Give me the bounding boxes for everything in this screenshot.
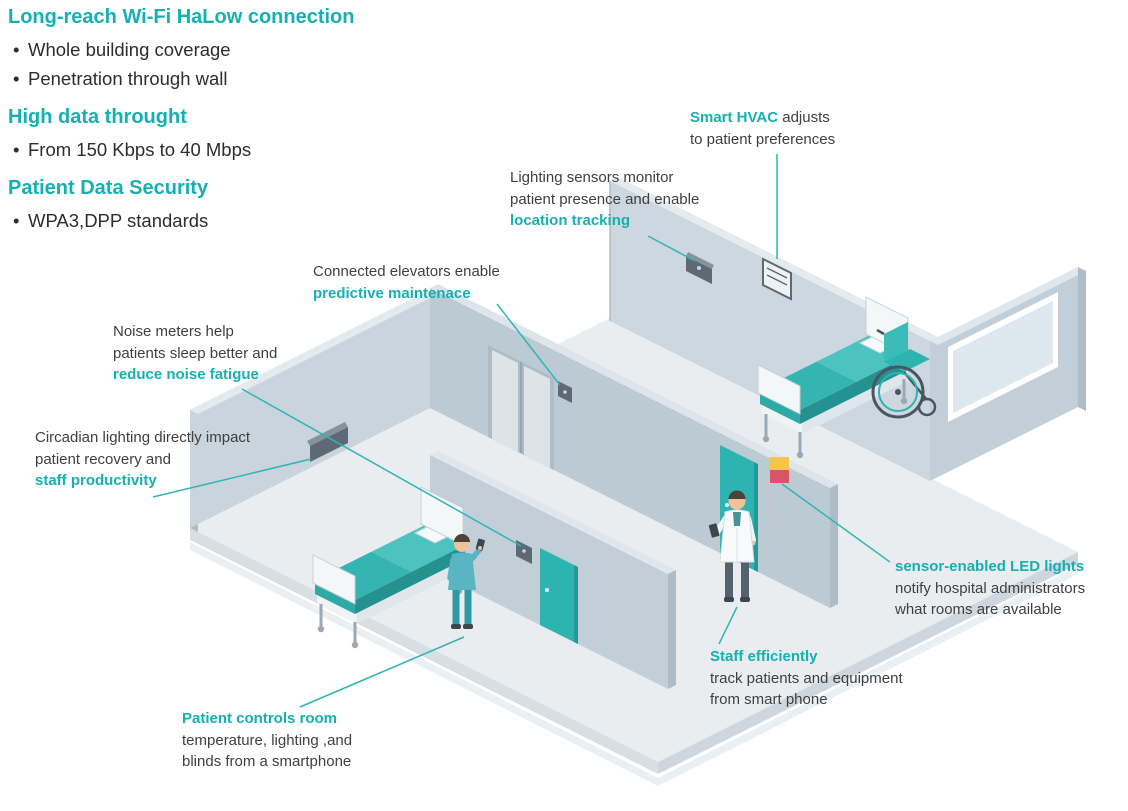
annotation-text: from smart phone xyxy=(710,691,828,708)
leader-lighting xyxy=(647,235,696,262)
annotation-text: Lighting sensors monitor xyxy=(510,169,674,186)
annotation-text: patient presence and enable xyxy=(510,190,700,208)
annotation-elevators: Connected elevators enable predictive ma… xyxy=(313,261,500,304)
annotation-circadian: Circadian lighting directly impact patie… xyxy=(35,427,250,492)
feature-bullet: WPA3,DPP standards xyxy=(8,206,438,235)
patient-figure xyxy=(447,534,485,629)
annotation-text: blinds from a smartphone xyxy=(182,753,352,770)
leader-noise xyxy=(241,388,522,547)
annotation-highlight: Staff efficiently xyxy=(710,648,818,665)
left-room-door xyxy=(540,548,578,644)
left-room-back-wall xyxy=(190,290,438,532)
annotation-text: adjusts xyxy=(778,109,830,126)
annotation-text: track patients and equipment xyxy=(710,669,903,687)
annotation-highlight: staff productivity xyxy=(35,472,157,489)
feature-heading-halow: Long-reach Wi-Fi HaLow connection xyxy=(8,6,355,28)
annotation-highlight: Smart HVAC xyxy=(690,109,779,126)
leader-staff xyxy=(718,606,738,645)
annotation-text: what rooms are available xyxy=(895,601,1062,618)
feature-bullet: Penetration through wall xyxy=(8,64,438,93)
leader-patient-controls xyxy=(299,636,465,708)
annotation-highlight: location tracking xyxy=(510,212,631,229)
annotation-text: patients sleep better and xyxy=(113,344,278,362)
circadian-light-fixture xyxy=(307,422,348,462)
annotation-highlight: Patient controls room xyxy=(182,710,338,727)
elevator-sensor xyxy=(558,381,572,403)
annotation-highlight: predictive maintenace xyxy=(313,284,471,302)
feature-bullet: From 150 Kbps to 40 Mbps xyxy=(8,135,438,164)
feature-heading-security: Patient Data Security xyxy=(8,177,209,199)
annotation-text: temperature, lighting ,and xyxy=(182,731,353,749)
doctor-figure xyxy=(708,490,756,602)
annotation-text: Connected elevators enable xyxy=(313,263,500,280)
annotation-text: notify hospital administrators xyxy=(895,579,1086,597)
hvac-vent xyxy=(762,257,792,301)
leader-lines xyxy=(152,154,891,708)
annotation-text: Noise meters help xyxy=(113,323,234,340)
room-status-led xyxy=(770,457,789,483)
leader-circadian xyxy=(152,458,312,498)
wheelchair xyxy=(871,322,937,419)
annotation-patient-controls: Patient controls room temperature, light… xyxy=(182,708,352,773)
building-floor xyxy=(190,318,1078,774)
annotation-highlight: reduce noise fatigue xyxy=(113,366,259,383)
annotation-staff: Staff efficiently track patients and equ… xyxy=(710,646,903,711)
feature-bullet: Whole building coverage xyxy=(8,35,438,64)
annotation-text: to patient preferences xyxy=(690,130,836,148)
annotation-smart-hvac: Smart HVAC adjusts to patient preference… xyxy=(690,107,835,150)
annotation-lighting-sensors: Lighting sensors monitor patient presenc… xyxy=(510,167,699,232)
annotation-led-lights: sensor-enabled LED lights notify hospita… xyxy=(895,556,1085,621)
annotation-text: Circadian lighting directly impact xyxy=(35,429,251,446)
elevator-doors xyxy=(488,345,554,470)
lighting-sensor xyxy=(686,252,714,284)
annotation-noise-meters: Noise meters help patients sleep better … xyxy=(113,321,277,386)
feature-heading-throughput: High data throught xyxy=(8,106,187,128)
window xyxy=(948,292,1058,422)
leader-elevators xyxy=(496,303,561,386)
leader-led-lights xyxy=(781,483,891,563)
annotation-text: patient recovery and xyxy=(35,450,171,468)
annotation-highlight: sensor-enabled LED lights xyxy=(895,558,1085,575)
feature-list: Long-reach Wi-Fi HaLow connection Whole … xyxy=(8,4,438,246)
